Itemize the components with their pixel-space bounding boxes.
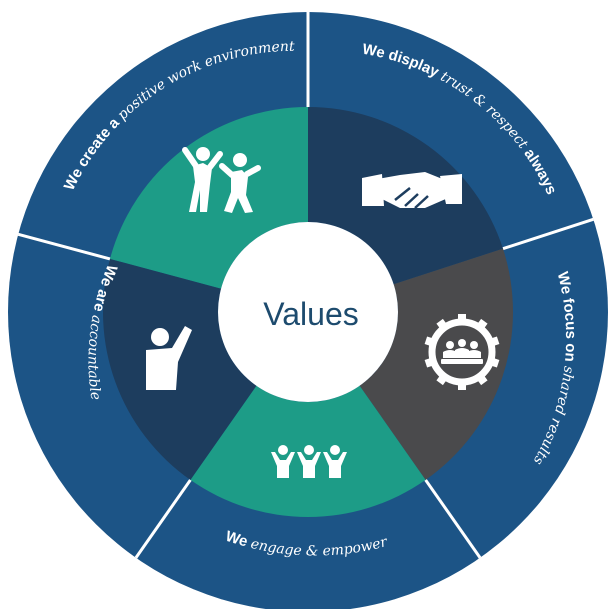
person-body — [297, 452, 321, 478]
person-head — [330, 445, 340, 455]
gear-tooth — [458, 314, 466, 323]
ring-divider-line — [17, 232, 111, 261]
gear-tooth — [488, 357, 500, 368]
gear-tooth — [475, 373, 488, 386]
raised-hand-person-icon — [146, 326, 192, 390]
center-circle — [218, 222, 398, 402]
gear-tooth — [436, 373, 449, 386]
ring-divider-line — [502, 217, 594, 251]
person-head — [304, 445, 314, 455]
jumping-people-icon — [182, 147, 261, 213]
ring-dividers — [17, 12, 594, 559]
gear-tooth — [424, 336, 436, 347]
gear-tooth — [424, 357, 436, 368]
gear-tooth — [458, 381, 466, 390]
ring-divider-line — [134, 479, 192, 559]
group-raised-arms-icon — [271, 445, 347, 478]
handshake-icon — [362, 172, 462, 209]
person-body — [323, 452, 347, 478]
sector-positive-work — [109, 107, 309, 289]
sector-accountable — [102, 258, 257, 480]
center-label: Values — [263, 296, 358, 332]
ring-divider-line — [424, 479, 482, 559]
gear-tooth — [488, 336, 500, 347]
gear-tooth — [436, 318, 449, 331]
team-gear-icon — [424, 314, 500, 390]
gear-tooth — [475, 318, 488, 331]
person-body — [271, 452, 295, 478]
person-head — [278, 445, 288, 455]
